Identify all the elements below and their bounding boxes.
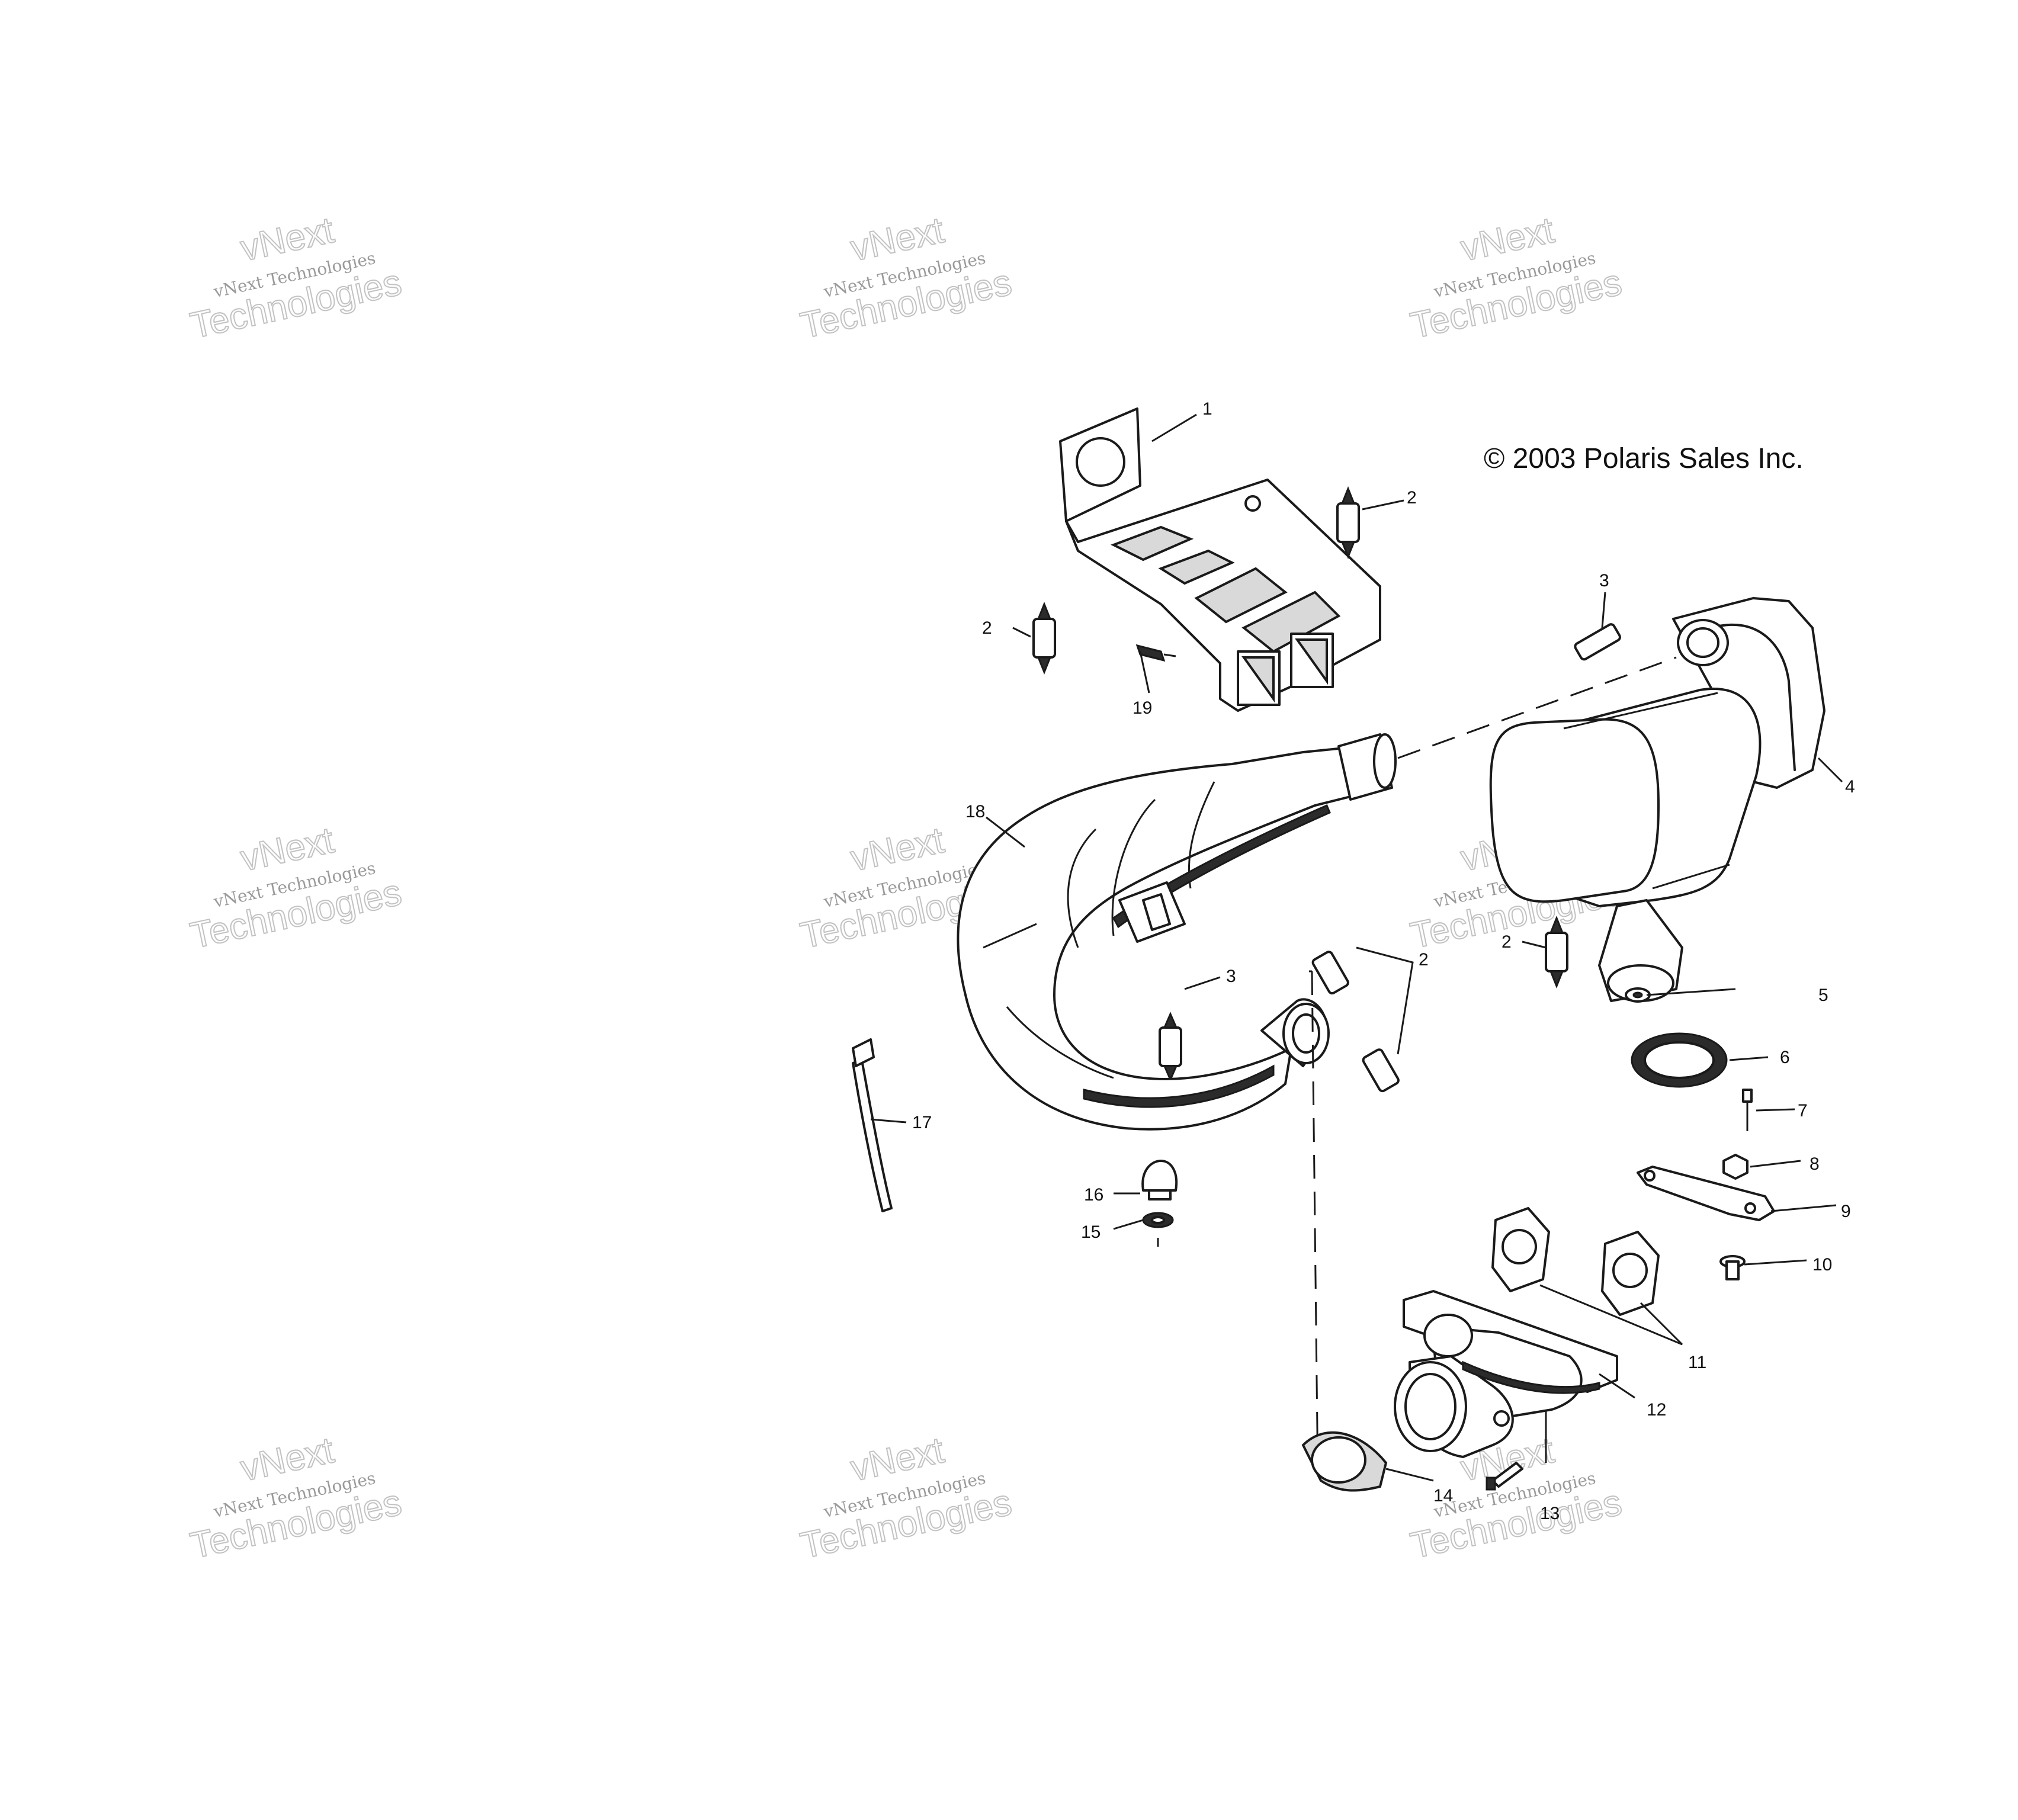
assembly-line <box>1311 971 1319 1481</box>
callout-19: 19 <box>1132 698 1152 718</box>
part-3-spring <box>1574 623 1621 661</box>
part-6-gasket <box>1631 1032 1728 1088</box>
callout-16: 16 <box>1084 1185 1103 1205</box>
callout-2: 2 <box>1502 932 1512 952</box>
part-3-spring <box>1159 1012 1182 1082</box>
callout-labels: 1 2 2 2 2 3 3 4 5 6 7 8 9 10 11 12 13 14… <box>912 399 1855 1523</box>
watermark: vNext vNext Technologies Technologies <box>797 1429 1016 1567</box>
part-7-bolt <box>1742 1089 1753 1131</box>
callout-11: 11 <box>1688 1353 1706 1372</box>
callout-3: 3 <box>1226 967 1236 986</box>
callout-13: 13 <box>1540 1504 1560 1523</box>
callout-4: 4 <box>1845 777 1855 797</box>
part-14-seal <box>1301 1431 1388 1492</box>
leader-lines <box>870 413 1843 1482</box>
callout-10: 10 <box>1812 1255 1832 1275</box>
part-2-grommet <box>1336 486 1360 560</box>
part-13-stud <box>1486 1462 1523 1491</box>
part-11-gasket <box>1491 1207 1550 1292</box>
part-10-pin <box>1719 1255 1746 1280</box>
callout-18: 18 <box>965 802 985 821</box>
part-17-strap <box>852 1038 893 1212</box>
part-2-grommet <box>1545 915 1568 989</box>
callout-1: 1 <box>1202 399 1212 419</box>
part-1-mounting-bracket <box>1059 407 1381 712</box>
assembly-line <box>1397 656 1677 759</box>
callout-14: 14 <box>1433 1486 1453 1506</box>
callout-12: 12 <box>1647 1400 1666 1420</box>
part-2-grommet <box>1032 601 1056 675</box>
part-5-washer <box>1625 987 1651 1003</box>
watermark: vNext vNext Technologies Technologies <box>187 209 406 347</box>
callout-8: 8 <box>1810 1154 1820 1174</box>
watermark: vNext vNext Technologies Technologies <box>1407 209 1626 347</box>
part-15-washer <box>1142 1212 1174 1247</box>
callout-15: 15 <box>1081 1222 1101 1242</box>
watermark: vNext vNext Technologies Technologies <box>797 209 1016 347</box>
callout-7: 7 <box>1798 1101 1808 1121</box>
callout-6: 6 <box>1780 1048 1790 1067</box>
part-19-screw <box>1135 644 1176 662</box>
part-8-nut <box>1722 1154 1748 1180</box>
callout-2: 2 <box>1407 488 1417 508</box>
part-9-bracket <box>1637 1166 1775 1221</box>
callout-3: 3 <box>1599 571 1609 590</box>
part-18-expansion-chamber <box>957 733 1397 1131</box>
watermark-layer: vNext vNext Technologies Technologies vN… <box>187 209 1626 1567</box>
watermark: vNext vNext Technologies Technologies <box>187 1429 406 1567</box>
part-4-muffler <box>1489 597 1825 1002</box>
part-11-gasket <box>1601 1231 1660 1316</box>
callout-5: 5 <box>1818 986 1828 1005</box>
callout-9: 9 <box>1841 1202 1851 1221</box>
callout-2: 2 <box>1419 950 1429 970</box>
part-16-rubber-mount <box>1141 1160 1178 1201</box>
part-12-exhaust-manifold <box>1394 1290 1618 1458</box>
callout-17: 17 <box>912 1113 932 1132</box>
part-2-grommet <box>1362 1048 1400 1093</box>
copyright-notice: © 2003 Polaris Sales Inc. <box>1484 443 1804 474</box>
callout-2: 2 <box>982 618 992 638</box>
watermark: vNext vNext Technologies Technologies <box>187 819 406 957</box>
part-2-grommet <box>1311 951 1349 995</box>
